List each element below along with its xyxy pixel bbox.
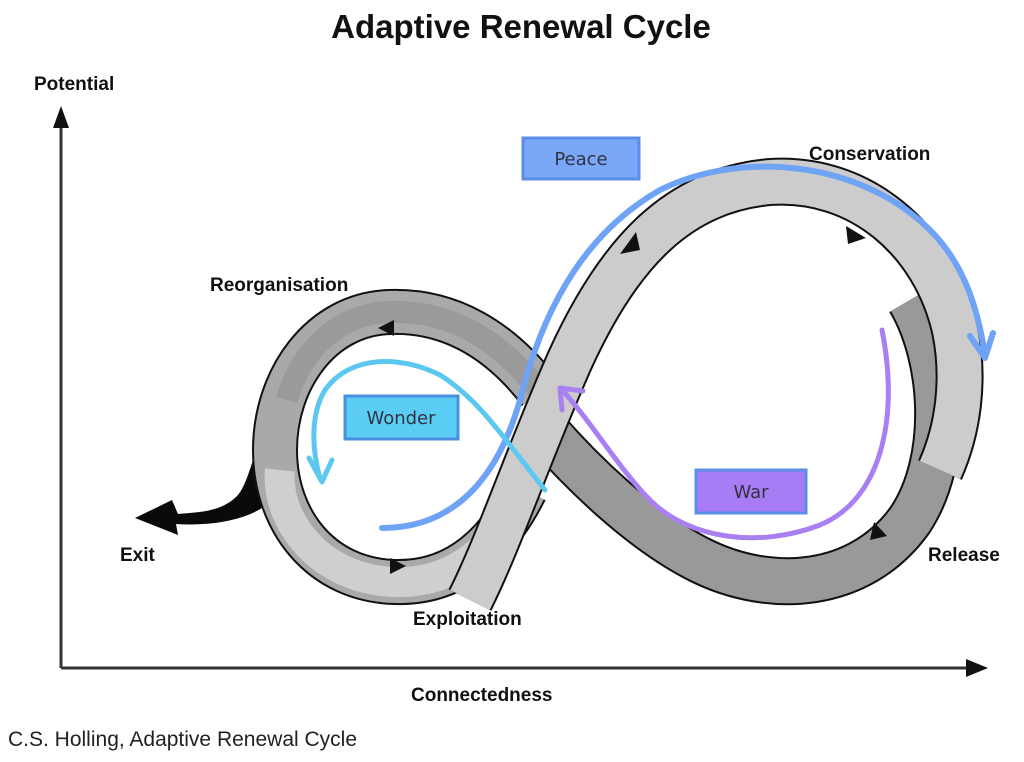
wonder-label: Wonder: [366, 408, 436, 429]
left-loop-arrow-bottom: [390, 558, 406, 574]
release-label: Release: [928, 545, 1000, 566]
peace-label: Peace: [554, 149, 607, 170]
left-loop-arrow-top: [378, 320, 394, 336]
reorganisation-label: Reorganisation: [210, 275, 348, 296]
right-loop-upper: [448, 157, 984, 611]
war-arrow: [559, 327, 891, 541]
conservation-arrow-left: [620, 232, 640, 254]
peace-arrow: [379, 163, 988, 531]
wonder-box: Wonder: [343, 394, 460, 441]
y-axis-label: Potential: [34, 74, 114, 95]
wonder-arrow: [311, 359, 548, 493]
x-axis-arrowhead: [966, 659, 988, 677]
conservation-arrow-right: [846, 226, 866, 244]
caption: C.S. Holling, Adaptive Renewal Cycle: [8, 728, 358, 751]
exploitation-label: Exploitation: [413, 609, 522, 630]
page-title: Adaptive Renewal Cycle: [331, 8, 711, 45]
war-arrowhead: [557, 385, 586, 413]
x-axis-label: Connectedness: [411, 685, 552, 706]
exit-label: Exit: [120, 545, 156, 566]
peace-arrowhead: [967, 330, 996, 361]
exit-arrow: [135, 420, 280, 535]
conservation-label: Conservation: [809, 144, 930, 165]
peace-box: Peace: [521, 136, 641, 181]
release-arrow: [870, 522, 887, 540]
wonder-arrowhead: [306, 455, 335, 485]
war-label: War: [733, 482, 769, 503]
y-axis-arrowhead: [53, 106, 69, 128]
war-box: War: [694, 468, 808, 515]
